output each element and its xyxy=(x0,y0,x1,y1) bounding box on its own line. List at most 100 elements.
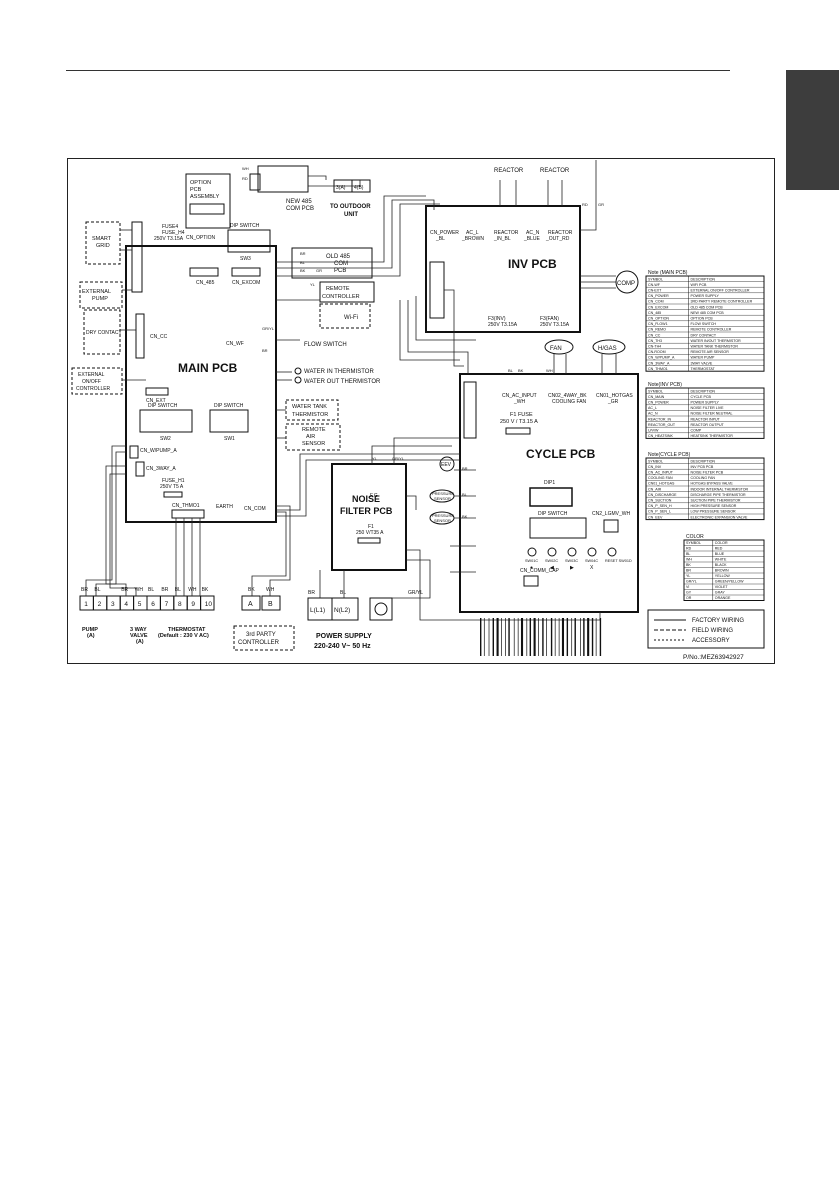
power-wire-label: BL xyxy=(340,590,346,596)
ac-blue-label: AC_N xyxy=(526,230,540,236)
notes-description: REACTOR OUTPUT xyxy=(690,423,724,427)
wire-color-tag: BL xyxy=(300,260,306,265)
noise-filter-board xyxy=(331,463,407,571)
wire-color-tag: RD xyxy=(242,176,248,181)
notes-description: DRY CONTACT xyxy=(690,333,716,337)
thermostat-label: (Default : 230 V AC) xyxy=(158,633,209,639)
notes-description: GREEN/YELLOW xyxy=(715,580,744,584)
notes-symbol: COOLING FAN xyxy=(648,476,673,480)
sw3-label: SW3 xyxy=(240,256,251,262)
reactor-label: REACTOR xyxy=(540,168,570,174)
notes-description: HOTGAS BYPASS VALVE xyxy=(690,482,733,486)
cn-ext-label: CN_EXT xyxy=(146,398,166,404)
barcode-bar xyxy=(496,618,499,656)
new-485-connector xyxy=(249,173,261,191)
third-party-label: 3rd PARTY xyxy=(246,632,276,638)
seven-segment-display xyxy=(529,487,573,507)
power-wire-label: GR/YL xyxy=(408,590,423,596)
notes-symbol: REACTOR_IN xyxy=(648,417,672,421)
main-left-connector xyxy=(131,221,143,293)
barcode-bar xyxy=(513,618,515,656)
barcode-bar xyxy=(533,618,536,656)
remote-controller-box xyxy=(319,281,375,303)
barcode-bar xyxy=(595,618,597,656)
cn-thmo1-connector xyxy=(171,509,205,519)
power-terminal-earth xyxy=(369,597,393,621)
cn-cc-label: CN_CC xyxy=(150,334,168,340)
notes-symbol: CN_485 xyxy=(648,311,661,315)
barcode-bar xyxy=(508,618,510,656)
notes-description: DESCRIPTION xyxy=(690,389,715,393)
legend-accessory-label: ACCESSORY xyxy=(692,638,730,644)
notes-symbol: CN_TH3 xyxy=(648,339,662,343)
notes-description: NOISE FILTER NEUTRAL xyxy=(690,412,732,416)
ext-onoff-box xyxy=(71,367,123,395)
cn2-lgmv-connector xyxy=(603,519,619,533)
fan-label: FAN xyxy=(550,346,562,352)
wire-color-tag: BL xyxy=(462,492,468,497)
notes-frame xyxy=(645,387,765,439)
notes-description: WATER TANK THERMISTOR xyxy=(690,345,738,349)
fg-label: F.G xyxy=(370,493,378,499)
cn-excom-connector xyxy=(231,267,261,277)
barcode-bar xyxy=(561,618,565,656)
notes-symbol: AC_L xyxy=(648,406,657,410)
notes-symbol: CN_HEATSINK xyxy=(648,434,673,438)
wifi-box xyxy=(319,303,371,329)
notes-description: HIGH PRESSURE SENSOR xyxy=(690,504,736,508)
notes-description: WIFI PCB xyxy=(690,283,707,287)
cn-ext-connector xyxy=(145,387,169,396)
cycle-button-label: SW01C xyxy=(525,559,538,563)
remote-air-sensor-box xyxy=(285,423,341,451)
terminal-wire-label: WH xyxy=(135,587,144,593)
cn2-lgmv-label: CN2_LGMV_WH xyxy=(592,511,630,517)
outdoor-3a: 3(A) xyxy=(336,185,346,191)
notes-description: DESCRIPTION xyxy=(690,277,715,281)
noise-filter-title: NOISE xyxy=(352,494,380,504)
notes-symbol: GR/YL xyxy=(686,580,697,584)
wire-color-tag: GR/YL xyxy=(392,456,405,461)
notes-title: Note (MAIN PCB) xyxy=(648,270,688,276)
remote-air-label: REMOTE xyxy=(302,427,326,433)
f1-cycle-label: F1 FUSE xyxy=(510,412,533,418)
power-n-label: N(L2) xyxy=(334,607,350,614)
notes-description: FLOW SWITCH xyxy=(690,322,716,326)
notes-symbol: SYMBOL xyxy=(648,459,663,463)
terminal-cell xyxy=(200,595,215,611)
barcode-bar xyxy=(554,618,556,656)
old-485-label: PCB xyxy=(334,268,346,274)
barcode-bar xyxy=(492,618,494,656)
barcode-bar xyxy=(571,618,573,656)
barcode-bar xyxy=(480,618,482,656)
notes-description: DESCRIPTION xyxy=(690,459,715,463)
notes-description: WATER IN/OUT THERMISTOR xyxy=(690,339,741,343)
notes-symbol: WH xyxy=(686,558,692,562)
reactor-out-label: REACTOR xyxy=(548,230,573,236)
ext-onoff-label: EXTERNAL xyxy=(78,372,105,378)
barcode-bar xyxy=(550,618,553,656)
cycle-dip-switch xyxy=(529,517,587,539)
wire-color-tag: BR xyxy=(262,348,268,353)
valve-label: VALVE xyxy=(130,633,148,639)
notes-symbol: CN_CC xyxy=(648,333,661,337)
fuse4-label: FUSE4 xyxy=(162,224,178,230)
thermostat-label: THERMOSTAT xyxy=(168,627,206,633)
barcode-bar xyxy=(580,618,581,656)
ab-terminal-a xyxy=(241,595,261,611)
cn01-hotgas-label: CN01_HOTGAS xyxy=(596,393,633,399)
wire-color-tag: BK xyxy=(300,268,306,273)
barcode-bar xyxy=(546,618,547,656)
wire-color-tag: GR/YL xyxy=(262,326,275,331)
cycle-button-label: RESET SW01D xyxy=(605,559,632,563)
notes-description: NOISE FILTER PCB xyxy=(690,471,723,475)
wire-color-tag: BK xyxy=(518,368,524,373)
language-tab xyxy=(786,70,839,190)
notes-symbol: SYMBOL xyxy=(648,389,663,393)
barcode xyxy=(480,618,602,656)
notes-symbol: CN_SUCTION xyxy=(648,499,672,503)
notes-symbol: BR xyxy=(686,569,691,573)
notes-description: BROWN xyxy=(715,569,729,573)
smart-grid-label: SMART xyxy=(92,236,112,242)
dip1-label: DIP1 xyxy=(544,480,555,486)
